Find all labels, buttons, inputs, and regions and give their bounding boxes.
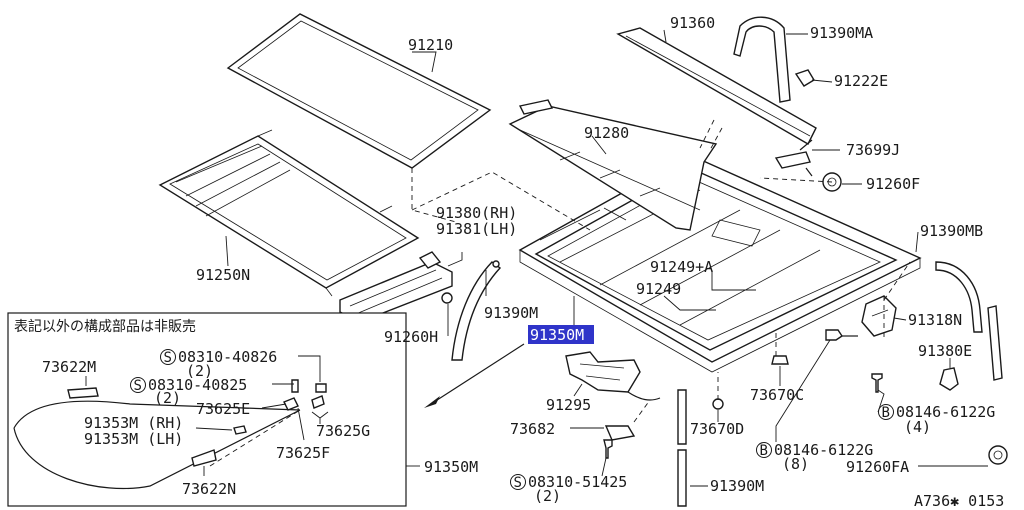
grommet-91260fa[interactable] <box>988 445 1008 465</box>
label-08310-40825-qty: (2) <box>154 389 181 407</box>
label-91295: 91295 <box>546 396 591 414</box>
bolt-08146-4[interactable] <box>871 373 883 393</box>
label-91318n: 91318N <box>908 311 962 329</box>
label-91353m-rh: 91353M (RH) <box>84 414 183 432</box>
label-73625g: 73625G <box>316 422 370 440</box>
b-symbol-2 <box>756 442 772 458</box>
note-box: 表記以外の構成部品は非販売 73622M S 08310-40826 (2) S… <box>7 312 420 507</box>
sunshade-91250n[interactable] <box>158 129 420 297</box>
label-91350m-highlighted[interactable]: 91350M <box>530 326 584 344</box>
label-91353m-lh: 91353M (LH) <box>84 430 183 448</box>
deflector-91280[interactable] <box>508 99 718 231</box>
label-73622m: 73622M <box>42 358 96 376</box>
s-symbol-2 <box>130 377 146 393</box>
s-symbol-3-letter: S <box>514 475 522 491</box>
label-91390m-top: 91390M <box>484 304 538 322</box>
leader-lines <box>225 29 988 487</box>
highlight-91350m <box>528 325 594 344</box>
drain-hose-91390mb[interactable] <box>935 261 1003 381</box>
label-91360: 91360 <box>670 14 715 32</box>
s-symbol-1 <box>160 349 176 365</box>
label-08310-40826-qty: (2) <box>186 362 213 380</box>
b-symbol-1-letter: B <box>882 405 890 421</box>
label-08146-6122g-1: 08146-6122G <box>896 403 995 421</box>
label-08310-51425: 08310-51425 <box>528 473 627 491</box>
label-91249a: 91249+A <box>650 258 713 276</box>
label-08310-40825: 08310-40825 <box>148 376 247 394</box>
hose-73699j[interactable] <box>774 139 813 177</box>
label-91250n: 91250N <box>196 266 250 284</box>
b-symbol-2-letter: B <box>760 443 768 459</box>
label-91380e: 91380E <box>918 342 972 360</box>
drain-hose-91390ma[interactable] <box>733 16 791 103</box>
label-91380: 91380(RH) <box>436 204 517 222</box>
label-08146-6122g-1-qty: (4) <box>904 418 931 436</box>
label-91249: 91249 <box>636 280 681 298</box>
nut-73670c[interactable] <box>771 355 789 365</box>
guide-rail-91380[interactable] <box>339 251 453 323</box>
note-box-title: 表記以外の構成部品は非販売 <box>14 318 196 335</box>
label-08310-40826: 08310-40826 <box>178 348 277 366</box>
bracket-91318n[interactable] <box>861 295 897 337</box>
label-91260fa: 91260FA <box>846 458 909 476</box>
part-labels: 91210 91250N 91380(RH) 91381(LH) 91260H … <box>196 14 1004 510</box>
diagram-code: A736✱ 0153 <box>914 492 1004 510</box>
label-91390m-bottom: 91390M <box>710 477 764 495</box>
motor-91295[interactable] <box>565 351 661 401</box>
label-91210: 91210 <box>408 36 453 54</box>
moulding-91360[interactable] <box>616 27 817 145</box>
s-symbol-1-letter: S <box>164 350 172 366</box>
clip-91260h[interactable] <box>441 292 453 304</box>
drain-hose-91390m-left[interactable] <box>451 260 502 361</box>
label-73625f: 73625F <box>276 444 330 462</box>
nut-73670d[interactable] <box>712 398 724 410</box>
b-symbol-1 <box>878 404 894 420</box>
label-73682: 73682 <box>510 420 555 438</box>
drain-hose-91390m-bottom[interactable] <box>677 389 687 507</box>
label-91260h: 91260H <box>384 328 438 346</box>
label-91260f: 91260F <box>866 175 920 193</box>
assembly-guides <box>411 119 911 423</box>
label-91222e: 91222E <box>834 72 888 90</box>
label-91381: 91381(LH) <box>436 220 517 238</box>
callout-arrow <box>424 343 525 408</box>
glass-lid-91210[interactable] <box>226 13 492 169</box>
s-symbol-3 <box>510 474 526 490</box>
label-73670c: 73670C <box>750 386 804 404</box>
label-73670d: 73670D <box>690 420 744 438</box>
label-91390mb: 91390MB <box>920 222 983 240</box>
label-08310-51425-qty: (2) <box>534 487 561 505</box>
label-91350m-box: 91350M <box>424 458 478 476</box>
clip-91222e[interactable] <box>794 69 815 87</box>
frame-91350m[interactable] <box>518 154 922 373</box>
label-08146-6122g-2: 08146-6122G <box>774 441 873 459</box>
label-91390ma: 91390MA <box>810 24 873 42</box>
label-73699j: 73699J <box>846 141 900 159</box>
s-symbol-2-letter: S <box>134 378 142 394</box>
label-91280: 91280 <box>584 124 629 142</box>
label-73622n: 73622N <box>182 480 236 498</box>
label-73625e: 73625E <box>196 400 250 418</box>
label-08146-6122g-2-qty: (8) <box>782 455 809 473</box>
bulb-91380e[interactable] <box>939 367 959 391</box>
bolt-08146-8[interactable] <box>825 329 858 341</box>
screw-08310-51425[interactable] <box>603 439 613 459</box>
bracket-73682[interactable] <box>604 425 636 441</box>
